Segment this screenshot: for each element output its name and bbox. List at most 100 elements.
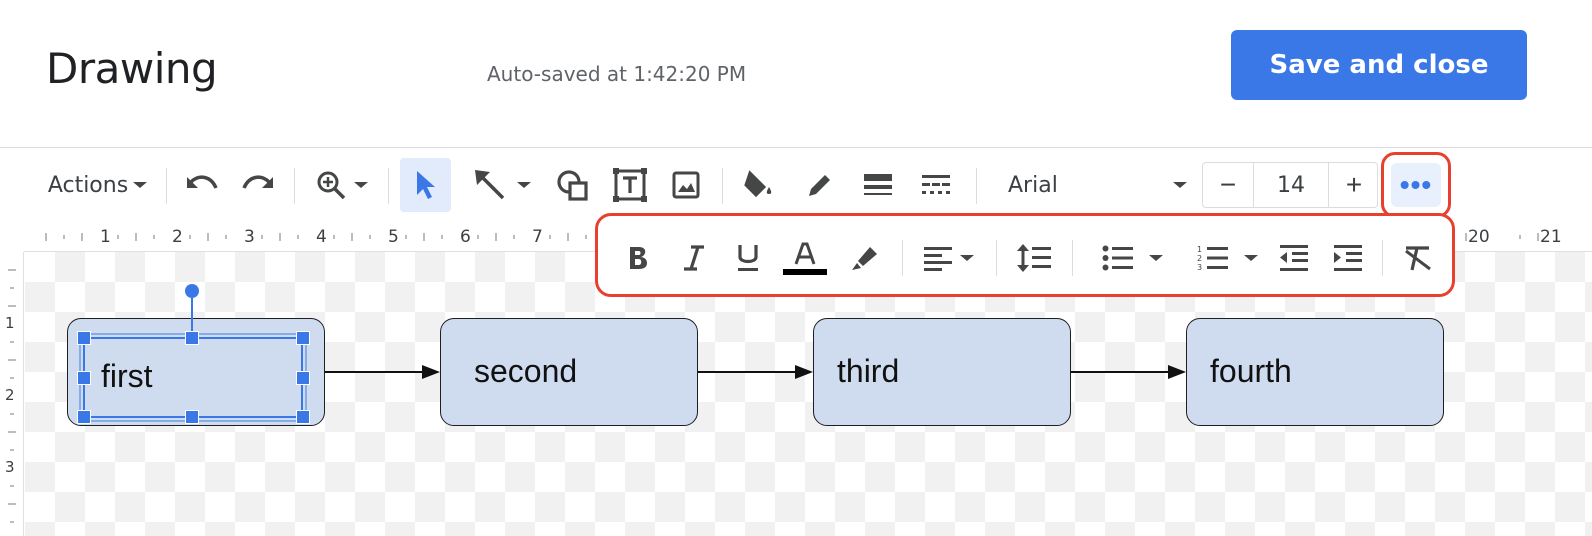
bulleted-list-button[interactable] [1094,236,1172,280]
highlight-icon [852,247,877,270]
shape-tool-button[interactable] [550,158,594,212]
align-button[interactable] [916,236,982,280]
autosave-status: Auto-saved at 1:42:20 PM [487,62,747,86]
font-size-divider [1328,163,1329,207]
resize-handle[interactable] [296,410,310,424]
clear-formatting-icon [1405,246,1431,271]
more-options-button[interactable]: ••• [1381,152,1451,218]
toolbar-separator [902,240,903,276]
ruler-label: 20 [1468,227,1490,247]
svg-text:3: 3 [1197,263,1202,272]
node-label: first [101,358,153,394]
underline-button[interactable] [728,236,768,280]
image-button[interactable] [664,158,708,212]
chevron-down-icon [133,182,148,188]
font-family-select[interactable]: Arial [1008,158,1188,212]
toolbar-separator [388,168,389,204]
chevron-down-icon [1149,255,1163,261]
increase-indent-icon [1334,245,1362,271]
clear-formatting-button[interactable] [1398,236,1438,280]
diagram-node-third[interactable]: third [813,318,1071,426]
ruler-label: 7 [532,227,543,247]
node-label: third [837,353,900,389]
header-divider [0,147,1592,148]
shape-icon [557,170,588,201]
image-icon [672,171,700,199]
chevron-down-icon [517,182,531,188]
border-weight-button[interactable] [856,158,900,212]
fill-color-button[interactable] [738,158,782,212]
border-dash-button[interactable] [914,158,958,212]
bold-button[interactable] [618,236,658,280]
zoom-button[interactable] [308,158,376,212]
svg-text:1: 1 [1197,245,1202,254]
italic-button[interactable] [674,236,714,280]
diagram-node-second[interactable]: second [440,318,698,426]
resize-handle[interactable] [185,331,199,345]
save-and-close-button[interactable]: Save and close [1231,30,1527,100]
font-size-input[interactable]: 14 [1277,172,1305,198]
highlight-color-button[interactable] [844,236,884,280]
resize-handle[interactable] [77,371,91,385]
line-spacing-icon [1017,244,1051,272]
italic-icon [684,245,704,271]
dialog-title: Drawing [46,44,218,93]
increase-font-size-button[interactable]: + [1345,169,1363,200]
resize-handle[interactable] [77,410,91,424]
decrease-indent-button[interactable] [1274,236,1314,280]
ruler-label: 1 [5,314,15,332]
fill-color-icon [744,170,772,198]
toolbar-separator [976,168,977,204]
select-tool-button[interactable] [400,158,451,212]
toolbar-separator [166,168,167,204]
main-toolbar: Actions [0,148,1592,222]
align-icon [924,247,952,271]
ruler-label: 2 [5,386,15,404]
text-box-button[interactable] [608,158,652,212]
ruler-label: 6 [460,227,471,247]
toolbar-separator [996,240,997,276]
actions-label: Actions [47,172,129,198]
resize-handle[interactable] [77,331,91,345]
line-tool-button[interactable] [462,158,542,212]
text-color-button[interactable] [782,236,828,280]
ruler-label: 5 [388,227,399,247]
redo-icon [242,175,273,189]
ruler-corner [0,222,24,252]
increase-indent-button[interactable] [1328,236,1368,280]
text-box-icon [613,168,647,202]
chevron-down-icon [960,255,974,261]
redo-button[interactable] [236,158,280,212]
font-size-control: − 14 + [1202,162,1378,208]
diagram-node-fourth[interactable]: fourth [1186,318,1444,426]
resize-handle[interactable] [185,410,199,424]
toolbar-separator [1382,240,1383,276]
chevron-down-icon [1173,182,1187,188]
chevron-down-icon [354,182,368,188]
resize-handle[interactable] [296,331,310,345]
chevron-down-icon [1244,255,1258,261]
select-icon [416,171,435,199]
vertical-ruler: 1 2 3 [0,252,24,536]
font-family-value: Arial [1008,172,1058,198]
toolbar-separator [722,168,723,204]
line-icon [475,170,505,200]
bold-icon [630,247,647,269]
border-weight-icon [864,174,892,195]
toolbar-separator [294,168,295,204]
border-color-button[interactable] [798,158,842,212]
actions-menu-button[interactable]: Actions [46,158,150,212]
resize-handle[interactable] [296,371,310,385]
ruler-label: 1 [100,227,111,247]
decrease-font-size-button[interactable]: − [1219,169,1237,200]
border-dash-icon [922,175,950,194]
line-spacing-button[interactable] [1014,236,1054,280]
font-size-divider [1253,163,1254,207]
border-color-icon [809,175,830,196]
toolbar-separator [1072,240,1073,276]
ruler-label: 21 [1540,227,1562,247]
undo-button[interactable] [180,158,224,212]
